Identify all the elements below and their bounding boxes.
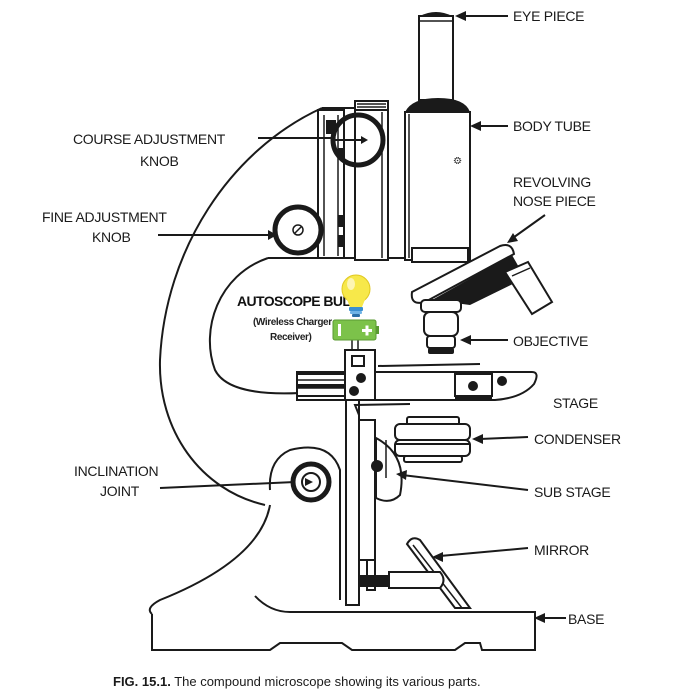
- mirror[interactable]: [359, 537, 472, 609]
- body-tube-collar: [405, 98, 470, 112]
- autoscope-title: AUTOSCOPE BULB: [237, 293, 360, 309]
- body-tube[interactable]: [404, 111, 471, 261]
- lightbulb-icon: [341, 274, 371, 317]
- eye-piece[interactable]: [418, 15, 454, 101]
- rack-block: [326, 120, 336, 134]
- label-inclination-2: JOINT: [100, 483, 140, 499]
- label-body-tube: BODY TUBE: [513, 118, 591, 134]
- label-base: BASE: [568, 611, 604, 627]
- battery-icon: [332, 319, 379, 341]
- objective[interactable]: [420, 299, 462, 354]
- label-course-adjustment-2: KNOB: [140, 153, 178, 169]
- label-revolving-nose-piece-2: NOSE PIECE: [513, 193, 596, 209]
- label-fine-adjustment-1: FINE ADJUSTMENT: [42, 209, 167, 225]
- leader-lines: [158, 15, 566, 619]
- knob-screw: [292, 224, 304, 236]
- caption-text: The compound microscope showing its vari…: [171, 674, 481, 689]
- arm: [158, 107, 323, 506]
- joint-inner: [301, 472, 321, 492]
- stage[interactable]: [296, 340, 538, 401]
- rack-block: [338, 235, 344, 247]
- autoscope-annotation: AUTOSCOPE BULB (Wireless Charger Receive…: [237, 274, 379, 343]
- rack-block: [338, 215, 344, 227]
- label-condenser: CONDENSER: [534, 431, 621, 447]
- pillar: [268, 446, 341, 600]
- label-inclination-1: INCLINATION: [74, 463, 158, 479]
- label-eye-piece: EYE PIECE: [513, 8, 584, 24]
- knob-screw-slot: [294, 226, 302, 234]
- label-fine-adjustment-2: KNOB: [92, 229, 130, 245]
- label-objective: OBJECTIVE: [513, 333, 588, 349]
- condenser[interactable]: [394, 416, 471, 463]
- body-tube-mark: ⚙: [451, 156, 462, 165]
- autoscope-subtitle-2: Receiver): [270, 332, 311, 343]
- label-revolving-nose-piece-1: REVOLVING: [513, 174, 591, 190]
- autoscope-subtitle-1: (Wireless Charger: [253, 317, 332, 328]
- label-mirror: MIRROR: [534, 542, 589, 558]
- arrow-head: [361, 136, 368, 144]
- arrow-heads: [268, 11, 545, 623]
- figure-caption: FIG. 15.1. The compound microscope showi…: [113, 674, 481, 689]
- arrow-head: [305, 478, 313, 486]
- label-sub-stage: SUB STAGE: [534, 484, 610, 500]
- rack-block: [338, 148, 344, 158]
- arm-inner: [208, 257, 301, 395]
- sub-stage[interactable]: [345, 399, 411, 606]
- course-adjustment-knob[interactable]: [330, 112, 386, 168]
- body-tube-bottom: [411, 247, 469, 263]
- label-course-adjustment-1: COURSE ADJUSTMENT: [73, 131, 226, 147]
- label-stage: STAGE: [553, 395, 598, 411]
- revolving-nose-piece[interactable]: [410, 244, 554, 316]
- base[interactable]: [148, 504, 536, 651]
- caption-number: FIG. 15.1.: [113, 674, 171, 689]
